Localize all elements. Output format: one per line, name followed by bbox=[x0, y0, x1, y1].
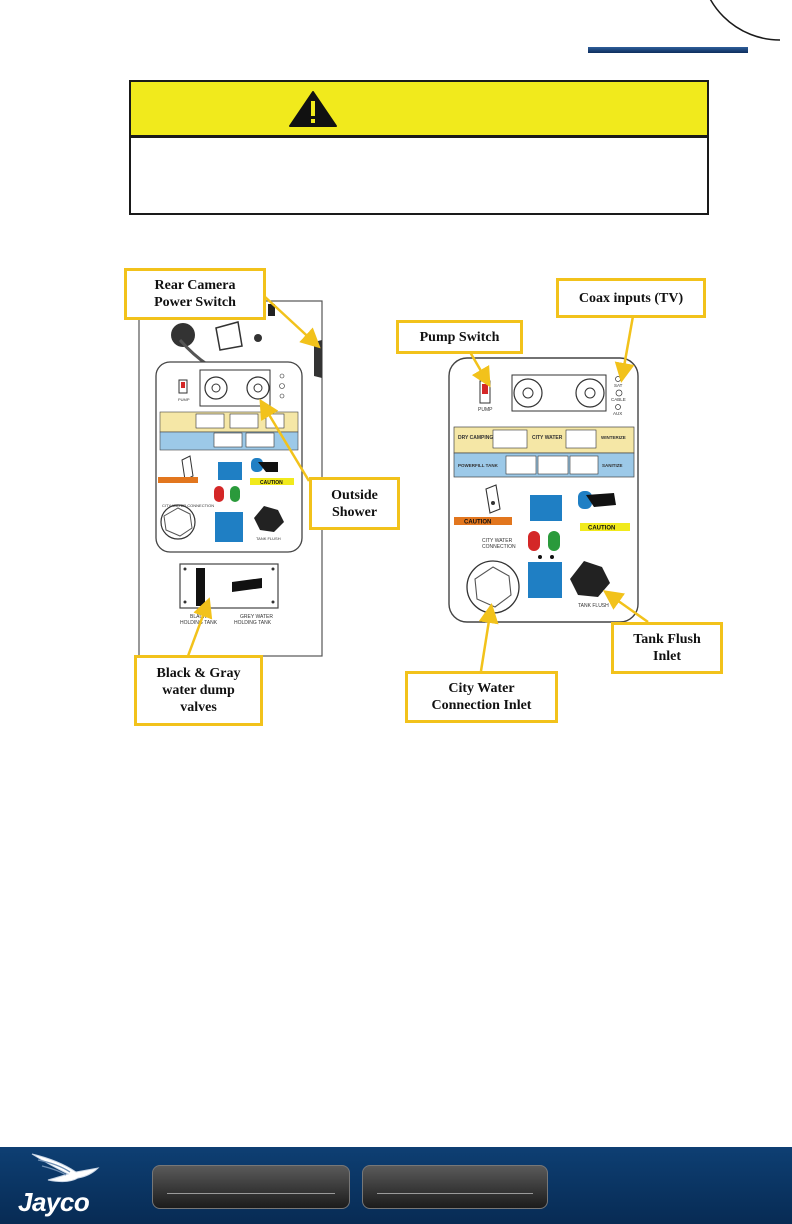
header-rule bbox=[588, 47, 748, 53]
callout-pump-switch: Pump Switch bbox=[396, 320, 523, 354]
callout-arrows bbox=[186, 295, 649, 672]
right-city-water-label-1: CITY WATER bbox=[482, 538, 513, 544]
right-mode-powerfill: POWERFILL TANK bbox=[458, 463, 499, 468]
callout-text: Rear Camera bbox=[154, 278, 236, 293]
jayco-bird-logo-icon bbox=[31, 1153, 100, 1183]
footer-nav-button-right[interactable] bbox=[362, 1165, 548, 1209]
callout-city-water-inlet: City Water Connection Inlet bbox=[405, 671, 558, 723]
warning-triangle-icon bbox=[289, 91, 337, 127]
callout-text: valves bbox=[180, 700, 217, 715]
left-tank-flush-label: TANK FLUSH bbox=[256, 536, 281, 541]
left-city-water-label: CITY WATER CONNECTION bbox=[162, 503, 214, 508]
right-caution-label-left: CAUTION bbox=[464, 520, 491, 526]
callout-text: Inlet bbox=[653, 649, 681, 664]
callout-text: Coax inputs (TV) bbox=[578, 290, 684, 306]
page-corner-arc bbox=[709, 0, 781, 41]
right-mode-sanitize: SANITIZE bbox=[602, 463, 623, 468]
left-grey-tank-label-2: HOLDING TANK bbox=[234, 620, 272, 626]
left-grey-tank-label: GREY WATER bbox=[240, 614, 273, 620]
caution-box bbox=[129, 80, 709, 215]
callout-outside-shower: Outside Shower bbox=[309, 477, 400, 530]
left-caution-label: CAUTION bbox=[260, 480, 283, 486]
footer-nav-button-left[interactable] bbox=[152, 1165, 350, 1209]
right-tank-flush-label: TANK FLUSH bbox=[578, 603, 609, 609]
right-mode-dry-camping: DRY CAMPING bbox=[458, 435, 493, 441]
callout-text: Shower bbox=[331, 504, 378, 520]
right-coax-aux: AUX bbox=[613, 411, 622, 416]
right-mode-city-water: CITY WATER bbox=[532, 435, 563, 441]
callout-tank-flush-inlet: Tank Flush Inlet bbox=[611, 622, 723, 674]
right-coax-sat: SAT bbox=[614, 383, 623, 388]
callout-text: City Water bbox=[448, 681, 515, 696]
left-black-tank-label-2: HOLDING TANK bbox=[180, 620, 218, 626]
callout-text: Black & Gray bbox=[156, 666, 241, 681]
right-mode-winterize: WINTERIZE bbox=[601, 435, 626, 440]
callout-rear-camera-power-switch: Rear Camera Power Switch bbox=[124, 268, 266, 320]
callout-dump-valves: Black & Gray water dump valves bbox=[134, 655, 263, 726]
right-pump-label: PUMP bbox=[478, 407, 493, 413]
footer-nav-rule bbox=[167, 1193, 335, 1194]
callout-text: water dump bbox=[162, 683, 235, 698]
callout-coax-inputs: Coax inputs (TV) bbox=[556, 278, 706, 318]
callout-text: Connection Inlet bbox=[431, 698, 532, 713]
right-city-water-label-2: CONNECTION bbox=[482, 544, 516, 550]
brand-wordmark: Jayco bbox=[18, 1187, 90, 1217]
footer-nav-rule bbox=[377, 1193, 533, 1194]
callout-text: Power Switch bbox=[154, 295, 236, 310]
right-caution-label-right: CAUTION bbox=[588, 526, 615, 532]
left-pump-label: PUMP bbox=[178, 397, 190, 402]
caution-banner bbox=[131, 82, 707, 138]
right-coax-cable: CABLE bbox=[611, 397, 626, 402]
callout-text: Tank Flush bbox=[633, 632, 701, 647]
callout-text: Pump Switch bbox=[419, 329, 500, 345]
callout-text: Outside bbox=[331, 487, 378, 503]
